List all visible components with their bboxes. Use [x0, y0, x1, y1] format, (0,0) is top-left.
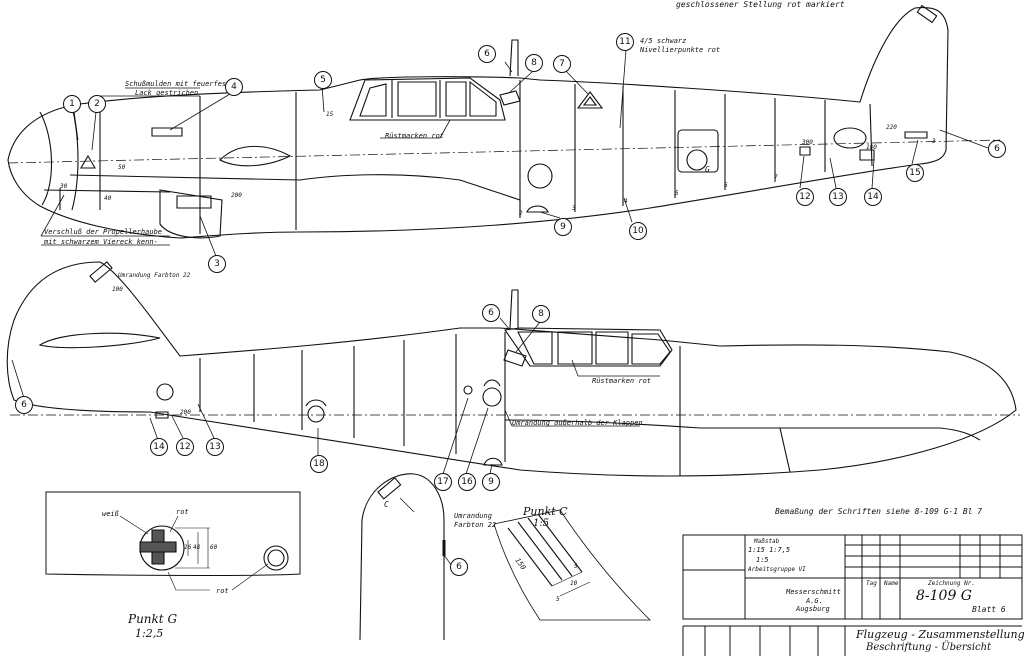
- callout-14-top: 14: [864, 188, 882, 206]
- detail-g-dim-48: 48: [193, 544, 201, 551]
- fin-detail-drawing: [360, 474, 452, 640]
- mark-40: 40: [104, 195, 112, 202]
- note-umrandung-farbton: Umrandung Farbton 22: [118, 272, 191, 279]
- note-umrandung-klappen: Umrandung außerhalb der Klappen: [512, 419, 643, 427]
- tb-tag-label: Tag: [866, 580, 877, 587]
- station-7: 7: [774, 174, 778, 181]
- tb-drawing-number: 8-109 G: [916, 588, 972, 604]
- tb-massstab-label: Maßstab: [754, 538, 780, 545]
- detail-g-label-rot: rot: [176, 508, 189, 516]
- callout-9-top: 9: [554, 218, 572, 236]
- callout-14-bottom: 14: [150, 438, 168, 456]
- callout-18: 18: [310, 455, 328, 473]
- mark-200-bottom: 200: [180, 409, 191, 416]
- detail-g-dim-60: 60: [210, 544, 218, 551]
- callout-6-top: 6: [478, 45, 496, 63]
- note-schussmulden-2: Lack gestrichen: [135, 89, 199, 97]
- callout-10: 10: [629, 222, 647, 240]
- callout-8-bottom: 8: [532, 305, 550, 323]
- mark-200: 200: [231, 192, 242, 199]
- detail-g-drawing: [46, 492, 300, 590]
- tb-name-label: Name: [884, 580, 899, 587]
- reference-note: Bemaßung der Schriften siehe 8-109 G-1 B…: [775, 507, 983, 516]
- tb-massstab-values: 1:15 1:7,5: [748, 546, 791, 554]
- tb-arbeitsgruppe: Arbeitsgruppe VI: [748, 566, 806, 573]
- callout-2: 2: [88, 95, 106, 113]
- callout-6-bottom: 6: [482, 304, 500, 322]
- mark-180: 180: [866, 144, 877, 151]
- callout-3: 3: [208, 255, 226, 273]
- callout-5: 5: [314, 71, 332, 89]
- tb-scale: 1:5: [756, 556, 769, 564]
- fuselage-right-side-view: [7, 262, 1020, 476]
- callout-15: 15: [906, 164, 924, 182]
- station-5: 5: [675, 190, 679, 197]
- note-rustmarken-top: Rüstmarken rot: [385, 132, 445, 140]
- tb-zeichnung-label: Zeichnung Nr.: [928, 580, 975, 587]
- station-4: 4: [624, 198, 628, 205]
- detail-c-title: Punkt C: [523, 505, 568, 518]
- detail-c-dim-5b: 5: [556, 596, 560, 603]
- mark-3: 3: [932, 138, 936, 145]
- tb-company-3: Augsburg: [796, 605, 830, 613]
- detail-g-scale: 1:2,5: [135, 627, 164, 640]
- station-6: 6: [724, 182, 728, 189]
- header-note: geschlossener Stellung rot markiert: [676, 0, 845, 9]
- detail-g-label-rot-2: rot: [216, 587, 229, 595]
- fin-note-farbton: Farbton 22: [454, 521, 497, 529]
- mark-30: 30: [60, 183, 68, 190]
- callout-8-top: 8: [525, 54, 543, 72]
- detail-g-label-weiss: weiß: [102, 510, 119, 518]
- callout-17: 17: [434, 473, 452, 491]
- detail-g-dim-16: 16: [184, 544, 192, 551]
- callout-6-rudder: 6: [15, 396, 33, 414]
- mark-100-bottom: 100: [112, 286, 123, 293]
- note-verschluss-2: mit schwarzem Viereck kenn-: [44, 238, 158, 246]
- callout-16: 16: [458, 473, 476, 491]
- detail-g-title: Punkt G: [128, 612, 178, 626]
- note-verschluss-1: Verschluß der Propellerhaube: [44, 228, 163, 236]
- mark-g: G: [705, 165, 710, 174]
- callout-6-tail: 6: [988, 140, 1006, 158]
- callout-12-top: 12: [796, 188, 814, 206]
- note-schussmulden-1: Schußmulden mit feuerfestem: [125, 80, 239, 88]
- callout-13-top: 13: [829, 188, 847, 206]
- note-nivellier-1: 4/5 schwarz: [640, 37, 687, 45]
- tb-title-2: Beschriftung - Übersicht: [866, 642, 992, 653]
- detail-c-dim-10: 10: [570, 580, 578, 587]
- mark-220: 220: [886, 124, 897, 131]
- station-2: 2: [519, 210, 523, 217]
- callout-11: 11: [616, 33, 634, 51]
- mark-50: 50: [118, 164, 126, 171]
- fin-marker-c: C: [384, 500, 389, 509]
- fin-note-umrandung: Umrandung: [454, 512, 492, 520]
- callout-13-bottom: 13: [206, 438, 224, 456]
- fuselage-left-side-view: [8, 6, 1000, 238]
- note-rustmarken-bottom: Rüstmarken rot: [592, 377, 652, 385]
- detail-c-scale: 1:5: [533, 518, 550, 529]
- tb-company-1: Messerschmitt: [786, 588, 841, 596]
- mark-300: 300: [802, 139, 813, 146]
- callout-leaders-top: [41, 50, 988, 256]
- callout-9-bottom: 9: [482, 473, 500, 491]
- tb-company-2: A.G.: [806, 597, 823, 605]
- detail-c-drawing: [494, 510, 650, 620]
- note-nivellier-2: Nivellierpunkte rot: [640, 46, 721, 54]
- callout-6-fin: 6: [450, 558, 468, 576]
- callout-4: 4: [225, 78, 243, 96]
- callout-7: 7: [553, 55, 571, 73]
- callout-leaders-bottom: [12, 318, 660, 474]
- callout-1: 1: [63, 95, 81, 113]
- station-3: 3: [572, 205, 576, 212]
- title-block-frame: [683, 535, 1022, 656]
- tb-title-1: Flugzeug - Zusammenstellung: [856, 628, 1024, 641]
- tb-sheet: Blatt 6: [972, 605, 1006, 614]
- mark-15: 15: [326, 111, 334, 118]
- callout-12-bottom: 12: [176, 438, 194, 456]
- detail-c-dim-5a: 5: [574, 563, 578, 570]
